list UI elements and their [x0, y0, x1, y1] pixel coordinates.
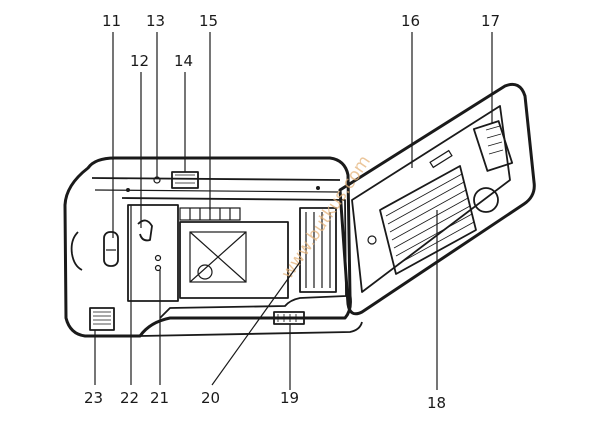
callout-22: 22 [120, 389, 139, 407]
callout-19: 19 [280, 389, 299, 407]
callout-16: 16 [401, 12, 420, 30]
callout-labels: 11 12 13 14 15 16 17 18 19 20 21 22 23 [84, 12, 500, 412]
callout-12: 12 [130, 52, 149, 70]
callout-17: 17 [481, 12, 500, 30]
watermark-text: www.butkus.com [278, 152, 375, 283]
callout-11: 11 [102, 12, 121, 30]
callout-15: 15 [199, 12, 218, 30]
callout-14: 14 [174, 52, 193, 70]
callout-21: 21 [150, 389, 169, 407]
callout-18: 18 [427, 394, 446, 412]
callout-20: 20 [201, 389, 220, 407]
callout-13: 13 [146, 12, 165, 30]
callout-23: 23 [84, 389, 103, 407]
